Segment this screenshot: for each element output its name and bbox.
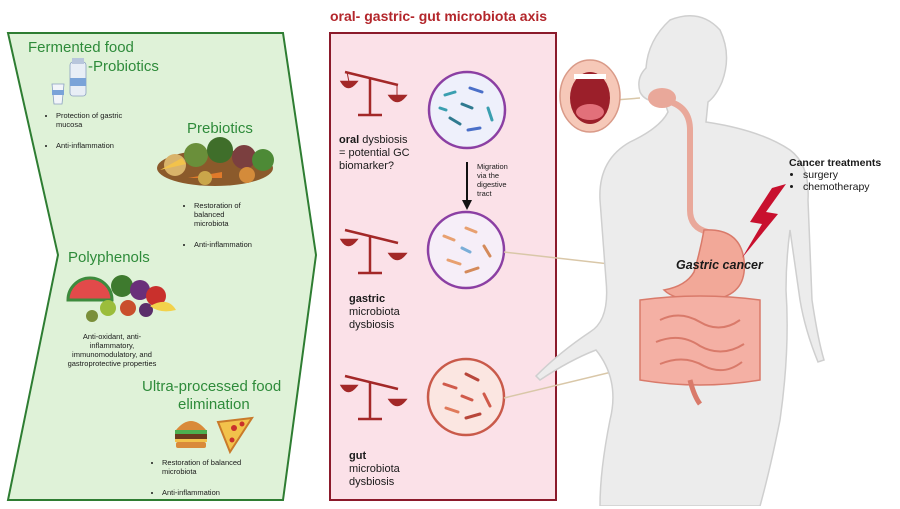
oral-dysbiosis-label: oral dysbiosis = potential GC biomarker? [339,134,429,173]
oral-rest: dysbiosis [359,134,408,146]
ultra-bullets: Restoration of balanced microbiota Anti-… [150,458,280,509]
prebiotics-title: Prebiotics [187,120,253,137]
lightning-icon [742,184,786,258]
migration-line3: digestive [477,180,507,189]
intestines-shape [639,295,761,406]
list-item: chemotherapy [803,181,897,193]
gastric-microbiota-circle [426,210,506,290]
list-item: Anti-inflammation [194,240,277,249]
cancer-treatments: Cancer treatments surgery chemotherapy [789,157,897,193]
pizza-icon [216,416,254,455]
list-item: Restoration of balanced microbiota [194,201,252,228]
yogurt-cup-icon [51,83,65,105]
human-body-figure [534,15,825,506]
gastric-dysbiosis-label: gastric microbiota dysbiosis [349,293,429,332]
oral-microbiota-circle [427,70,507,150]
ultra-processed-title: Ultra-processed food [142,378,282,395]
gut-connector-line [503,369,621,399]
list-item: surgery [803,169,897,181]
gut-bold: gut [349,450,367,462]
open-mouth-icon [559,59,621,133]
list-item: Anti-inflammation [56,141,174,150]
vegetables-pile-icon [157,137,274,186]
treatments-title: Cancer treatments [789,157,882,169]
migration-line2: via the [477,171,500,180]
gastric-line2: microbiota [349,306,400,318]
elimination-title: elimination [178,396,250,413]
list-item: Protection of gastric mucosa [56,111,136,129]
oral-line3: biomarker? [339,160,395,172]
burger-icon [175,421,207,448]
migration-line1: Migration [477,162,508,171]
oral-line2: = potential GC [339,147,410,159]
fermented-bullets: Protection of gastric mucosa Anti-inflam… [44,111,174,162]
list-item: Anti-inflammation [162,488,280,497]
gut-line2: microbiota [349,463,400,475]
polyphenols-title: Polyphenols [68,249,150,266]
scale-icon-gut [339,374,408,421]
gastric-bold: gastric [349,293,386,305]
scale-icon-gastric [339,228,408,275]
prebiotics-bullets: Restoration of balanced microbiota Anti-… [182,201,277,261]
migration-arrow [462,162,472,210]
migration-label: Migration via the digestive tract [477,162,527,198]
list-item: Restoration of balanced microbiota [162,458,272,476]
gastric-line3: dysbiosis [349,319,395,331]
polyphenols-text: Anti-oxidant, anti-inflammatory, immunom… [67,332,157,368]
gut-line3: dysbiosis [349,476,395,488]
esophagus-shape [661,97,709,235]
gut-dysbiosis-label: gut microbiota dysbiosis [349,450,429,489]
fruits-pile-icon [66,275,176,322]
oral-bold: oral [339,134,360,146]
axis-title: oral- gastric- gut microbiota axis [330,8,548,24]
gastric-cancer-label: Gastric cancer [676,258,763,272]
migration-line4: tract [477,189,492,198]
fermented-food-title: Fermented food [28,39,134,56]
face-mouth-shape [648,88,676,108]
probiotic-bottle-icon [69,58,87,97]
probiotics-title: -Probiotics [88,58,159,75]
gut-microbiota-circle [426,357,506,437]
scale-icon-oral [339,70,408,117]
